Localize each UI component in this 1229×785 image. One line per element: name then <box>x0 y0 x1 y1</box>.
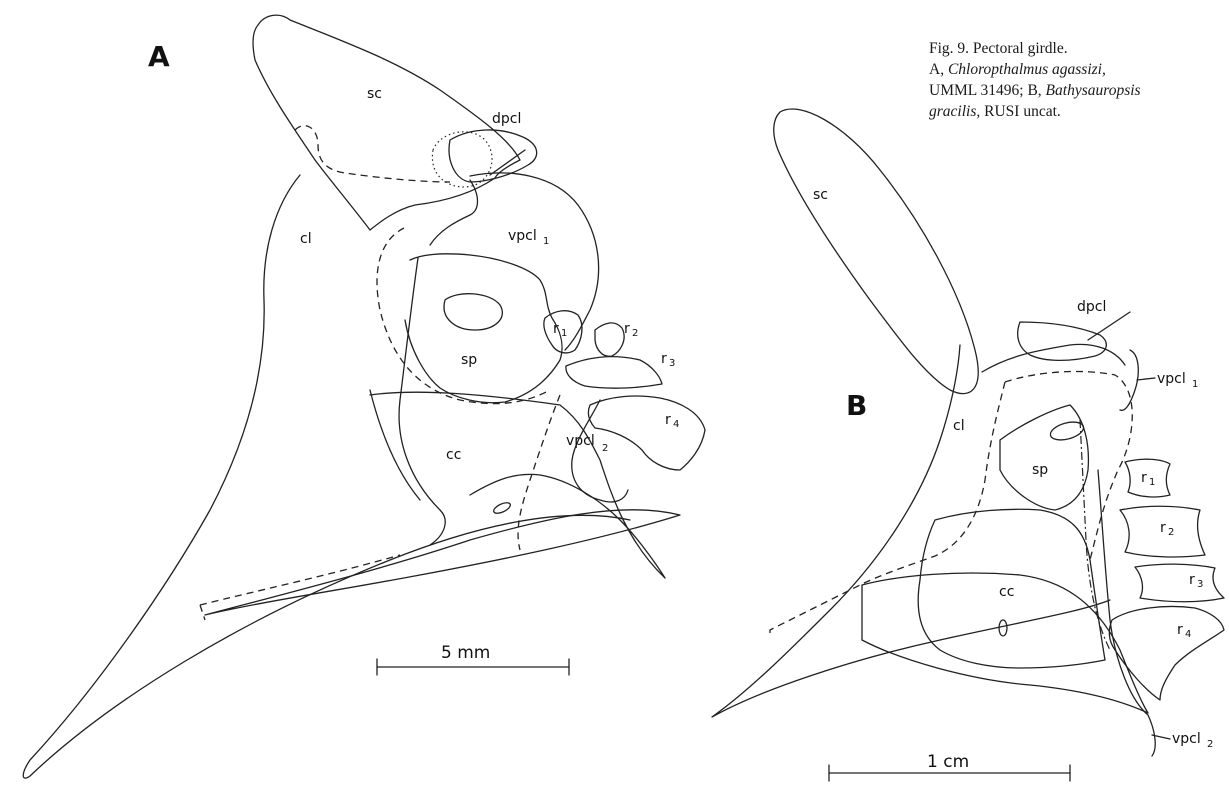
panel-b-label-cc: cc <box>999 584 1014 600</box>
panel-a-coracoid-foramen <box>492 501 512 516</box>
panel-a-cleithrum-inner <box>399 258 445 545</box>
panel-b-label-r2-sub: 2 <box>1168 527 1174 538</box>
panel-a-coracoid-process-dashed <box>200 555 400 620</box>
panel-a-label-vpcl1-sub: 1 <box>543 236 549 247</box>
panel-b-radial-3 <box>1135 564 1224 602</box>
panel-b-label-vpcl2: vpcl <box>1172 731 1201 747</box>
panel-a-scale-bar: 5 mm <box>377 643 569 675</box>
panel-a-label-vpcl1: vpcl <box>508 228 537 244</box>
panel-a-label-sc: sc <box>367 86 382 102</box>
panel-b-letter: B <box>846 389 867 422</box>
panel-a-vpcl2 <box>572 400 628 502</box>
panel-a-label-vpcl2-sub: 2 <box>602 443 608 454</box>
panel-a-drawing: A sc dpcl cl vp <box>23 15 705 778</box>
panel-a-cleithrum-outline <box>23 175 630 778</box>
panel-b-scapula <box>1000 405 1088 510</box>
panel-a-label-r2: r <box>624 321 630 337</box>
panel-b-vpcl2-dashdot <box>1080 420 1110 650</box>
panel-b-supracleithrum <box>774 109 978 394</box>
panel-b-label-r1-sub: 1 <box>1149 477 1155 488</box>
panel-a-label-r4-sub: 4 <box>673 419 679 430</box>
panel-a-radial-2 <box>595 323 624 356</box>
panel-a-label-r1: r <box>553 321 559 337</box>
panel-b-vpcl1-pointer <box>1137 378 1155 380</box>
panel-a-supracleithrum-dashed <box>295 126 450 182</box>
panel-b-label-r4: r <box>1177 622 1183 638</box>
panel-a-letter: A <box>148 40 170 73</box>
panel-b-label-sc: sc <box>813 187 828 203</box>
panel-a-label-cc: cc <box>446 447 461 463</box>
panel-a-vpcl1-inner <box>430 180 478 245</box>
panel-a-label-cl: cl <box>300 231 312 247</box>
panel-a-label-r1-sub: 1 <box>561 328 567 339</box>
panel-b-label-dpcl: dpcl <box>1077 299 1106 315</box>
panel-a-label-r3-sub: 3 <box>669 358 675 369</box>
panel-a-label-sp: sp <box>461 352 477 368</box>
panel-a-vpcl1 <box>470 173 599 350</box>
panel-b-scale-label: 1 cm <box>927 752 969 772</box>
panel-b-label-vpcl1-sub: 1 <box>1192 379 1198 390</box>
panel-b-label-r1: r <box>1141 470 1147 486</box>
panel-b-radial-4 <box>1109 607 1224 701</box>
panel-b-drawing: B sc dpcl cl vpcl <box>712 109 1224 781</box>
panel-a-label-r4: r <box>665 412 671 428</box>
panel-b-label-vpcl2-sub: 2 <box>1207 739 1213 750</box>
panel-a-scale-label: 5 mm <box>441 643 490 663</box>
panel-a-scapula-outline <box>405 254 562 403</box>
panel-b-coracoid-foramen <box>999 620 1007 636</box>
panel-b-vpcl1 <box>1120 350 1138 410</box>
panel-a-scapular-foramen <box>444 294 502 330</box>
panel-b-cleithrum-outline <box>712 345 1110 717</box>
panel-b-label-r3: r <box>1189 572 1195 588</box>
panel-b-scapular-foramen <box>1049 419 1086 443</box>
panel-a-radial-4 <box>588 396 705 470</box>
panel-a-label-dpcl: dpcl <box>492 111 521 127</box>
panel-a-label-r3: r <box>661 351 667 367</box>
panel-a-radial-3 <box>566 357 662 389</box>
panel-b-label-vpcl1: vpcl <box>1157 371 1186 387</box>
panel-b-label-cl: cl <box>953 418 965 434</box>
panel-b-scale-bar: 1 cm <box>829 752 1070 781</box>
panel-b-coracoid-dashed <box>770 382 1005 635</box>
panel-a-coracoid-dashed-lower <box>518 395 560 550</box>
panel-a-coracoid-process <box>205 510 680 615</box>
panel-b-label-r3-sub: 3 <box>1197 579 1203 590</box>
panel-b-label-r2: r <box>1160 520 1166 536</box>
panel-a-cleithrum-ridge <box>370 390 420 500</box>
panel-b-label-r4-sub: 4 <box>1185 629 1191 640</box>
panel-b-dpcl <box>1018 322 1107 360</box>
panel-b-radial-1 <box>1125 459 1170 497</box>
panel-a-label-vpcl2: vpcl <box>566 433 595 449</box>
panel-b-cleithrum-upper <box>982 344 1125 372</box>
panel-a-dpcl-pointer <box>490 150 525 175</box>
panel-b-scapula-dashed <box>1005 371 1132 560</box>
panel-b-label-sp: sp <box>1032 462 1048 478</box>
panel-b-dpcl-pointer <box>1088 312 1130 340</box>
panel-a-label-r2-sub: 2 <box>632 328 638 339</box>
panel-a-supracleithrum <box>253 15 520 230</box>
